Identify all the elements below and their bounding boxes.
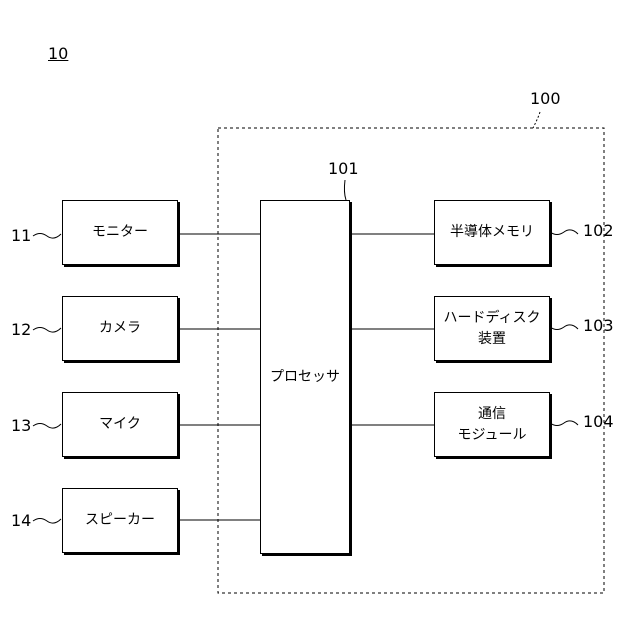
monitor-block: モニター xyxy=(62,200,178,265)
memory-block: 半導体メモリ xyxy=(434,200,550,265)
mic-label: マイク xyxy=(99,414,141,435)
speaker-label: スピーカー xyxy=(85,510,155,531)
mic-ref: 13 xyxy=(11,417,31,435)
processor-block: プロセッサ xyxy=(260,200,350,554)
monitor-label: モニター xyxy=(92,222,148,243)
camera-block: カメラ xyxy=(62,296,178,361)
hdd-label-line1: ハードディスク xyxy=(443,308,540,329)
speaker-block: スピーカー xyxy=(62,488,178,553)
ref-leader-102 xyxy=(550,230,578,235)
hdd-block: ハードディスク 装置 xyxy=(434,296,550,361)
ref-leader-12 xyxy=(33,328,61,333)
hdd-label-line2: 装置 xyxy=(478,329,506,350)
memory-label: 半導体メモリ xyxy=(450,222,534,243)
ref-leader-11 xyxy=(33,234,61,239)
system-leader-line xyxy=(533,112,540,128)
camera-ref: 12 xyxy=(11,321,31,339)
ref-leader-104 xyxy=(550,421,578,426)
system-label: 100 xyxy=(530,90,561,108)
processor-leader-line xyxy=(344,180,346,200)
hdd-ref: 103 xyxy=(583,317,614,335)
comm-block: 通信 モジュール xyxy=(434,392,550,457)
camera-label: カメラ xyxy=(99,318,141,339)
memory-ref: 102 xyxy=(583,222,614,240)
speaker-ref: 14 xyxy=(11,512,31,530)
ref-leader-14 xyxy=(33,519,61,524)
monitor-ref: 11 xyxy=(11,227,31,245)
ref-leader-103 xyxy=(550,325,578,330)
ref-leader-13 xyxy=(33,424,61,429)
comm-label-line2: モジュール xyxy=(457,425,526,446)
comm-label-line1: 通信 xyxy=(478,404,506,425)
mic-block: マイク xyxy=(62,392,178,457)
processor-label: プロセッサ xyxy=(270,367,340,388)
figure-number: 10 xyxy=(48,45,68,63)
processor-ref: 101 xyxy=(328,160,359,178)
comm-ref: 104 xyxy=(583,413,614,431)
